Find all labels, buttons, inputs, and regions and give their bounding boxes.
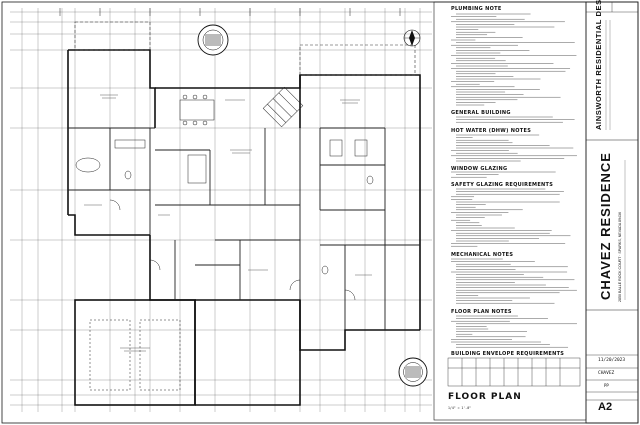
engineer-seal-top xyxy=(197,24,229,56)
floor-plan-drawing xyxy=(10,8,432,412)
mechanical-notes-heading: MECHANICAL NOTES xyxy=(451,252,514,258)
sheet-date: 11/20/2023 xyxy=(598,358,626,363)
hot-water-heading: HOT WATER (DHW) NOTES xyxy=(451,128,532,134)
notes-column xyxy=(433,1,587,421)
designer-name: AINSWORTH RESIDENTIAL DESIGN xyxy=(594,0,603,130)
drawn-by: PP xyxy=(604,383,609,388)
title-block xyxy=(585,1,639,424)
building-envelope-heading: BUILDING ENVELOPE REQUIREMENTS xyxy=(451,351,565,357)
engineer-seal-bottom xyxy=(398,357,428,387)
plumbing-note-heading: PLUMBING NOTE xyxy=(451,6,502,12)
safety-glazing-heading: SAFETY GLAZING REQUIREMENTS xyxy=(451,182,554,188)
sheet-title: FLOOR PLAN xyxy=(448,392,522,402)
window-glazing-heading: WINDOW GLAZING xyxy=(451,166,508,172)
building-envelope-table xyxy=(447,357,581,387)
fixtures xyxy=(75,86,374,391)
patio-outline xyxy=(74,21,416,76)
note-lines xyxy=(451,13,577,348)
north-arrow-icon xyxy=(403,29,421,47)
stair xyxy=(262,86,304,128)
project-title: CHAVEZ RESIDENCE xyxy=(598,152,613,300)
room-labels xyxy=(84,94,372,352)
sheet-number: A2 xyxy=(598,401,613,413)
dimension-ticks xyxy=(59,8,401,16)
scale-label: 1/4" = 1'-0" xyxy=(448,406,472,410)
client-short: CHAVEZ xyxy=(598,371,615,376)
floor-plan-notes-heading: FLOOR PLAN NOTES xyxy=(451,309,512,315)
exterior-walls xyxy=(67,49,421,406)
general-building-heading: GENERAL BUILDING xyxy=(451,110,511,116)
project-address: 2850 BALLE ROCK COURT · SPARKS, NEVADA 8… xyxy=(618,211,622,302)
interior-walls xyxy=(68,127,420,330)
